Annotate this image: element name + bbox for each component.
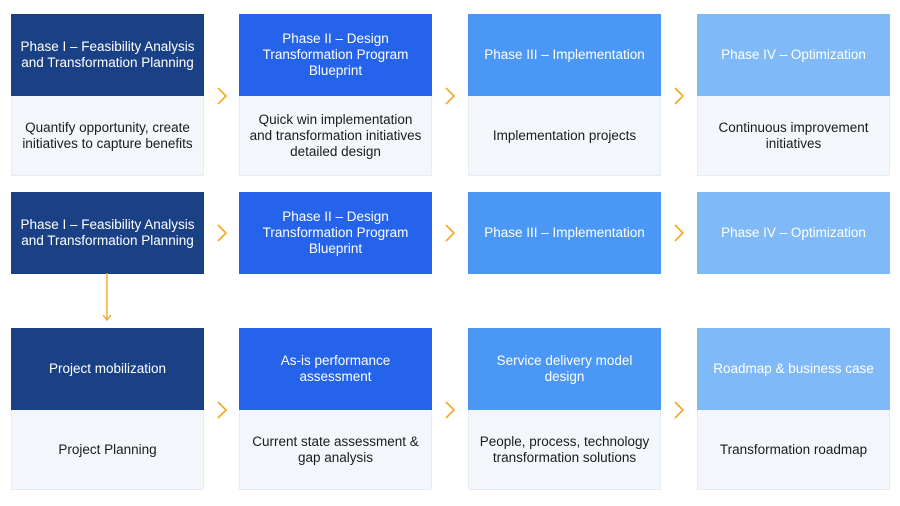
phase-card-title: Phase III – Implementation (468, 14, 661, 96)
chevron-right-icon (672, 86, 686, 106)
phase-card-title: Roadmap & business case (697, 328, 890, 410)
phase-card: Phase II – Design Transformation Program… (239, 14, 432, 176)
phase-card-title: Phase II – Design Transformation Program… (239, 192, 432, 274)
chevron-right-icon (215, 400, 229, 420)
phase-card-body: Current state assessment & gap analysis (239, 410, 432, 490)
phase-card-title: Phase IV – Optimization (697, 14, 890, 96)
arrow-down-icon (101, 273, 113, 323)
phase-card-title: Phase I – Feasibility Analysis and Trans… (11, 14, 204, 96)
phase-card-title: As-is performance assessment (239, 328, 432, 410)
phase-card-body: People, process, technology transformati… (468, 410, 661, 490)
phase-card-body: Implementation projects (468, 96, 661, 176)
phase-card-body: Transformation roadmap (697, 410, 890, 490)
phase-card-body: Project Planning (11, 410, 204, 490)
phase-card-body: Quick win implementation and transformat… (239, 96, 432, 176)
chevron-right-icon (443, 86, 457, 106)
phase-card: Phase I – Feasibility Analysis and Trans… (11, 192, 204, 274)
phase-card-body: Continuous improvement initiatives (697, 96, 890, 176)
chevron-right-icon (215, 223, 229, 243)
phase-card-title: Phase I – Feasibility Analysis and Trans… (11, 192, 204, 274)
phase-card-title: Phase II – Design Transformation Program… (239, 14, 432, 96)
chevron-right-icon (215, 86, 229, 106)
phase-card: Phase IV – Optimization (697, 192, 890, 274)
phase-card-title: Phase IV – Optimization (697, 192, 890, 274)
chevron-right-icon (443, 223, 457, 243)
chevron-right-icon (672, 400, 686, 420)
phase-card-title: Phase III – Implementation (468, 192, 661, 274)
phase-card: Phase II – Design Transformation Program… (239, 192, 432, 274)
chevron-right-icon (443, 400, 457, 420)
chevron-right-icon (672, 223, 686, 243)
phase-card: Phase III – Implementation (468, 192, 661, 274)
phase-card-body: Quantify opportunity, create initiatives… (11, 96, 204, 176)
phase-card: Phase I – Feasibility Analysis and Trans… (11, 14, 204, 176)
phase-card-title: Service delivery model design (468, 328, 661, 410)
phase-card-title: Project mobilization (11, 328, 204, 410)
